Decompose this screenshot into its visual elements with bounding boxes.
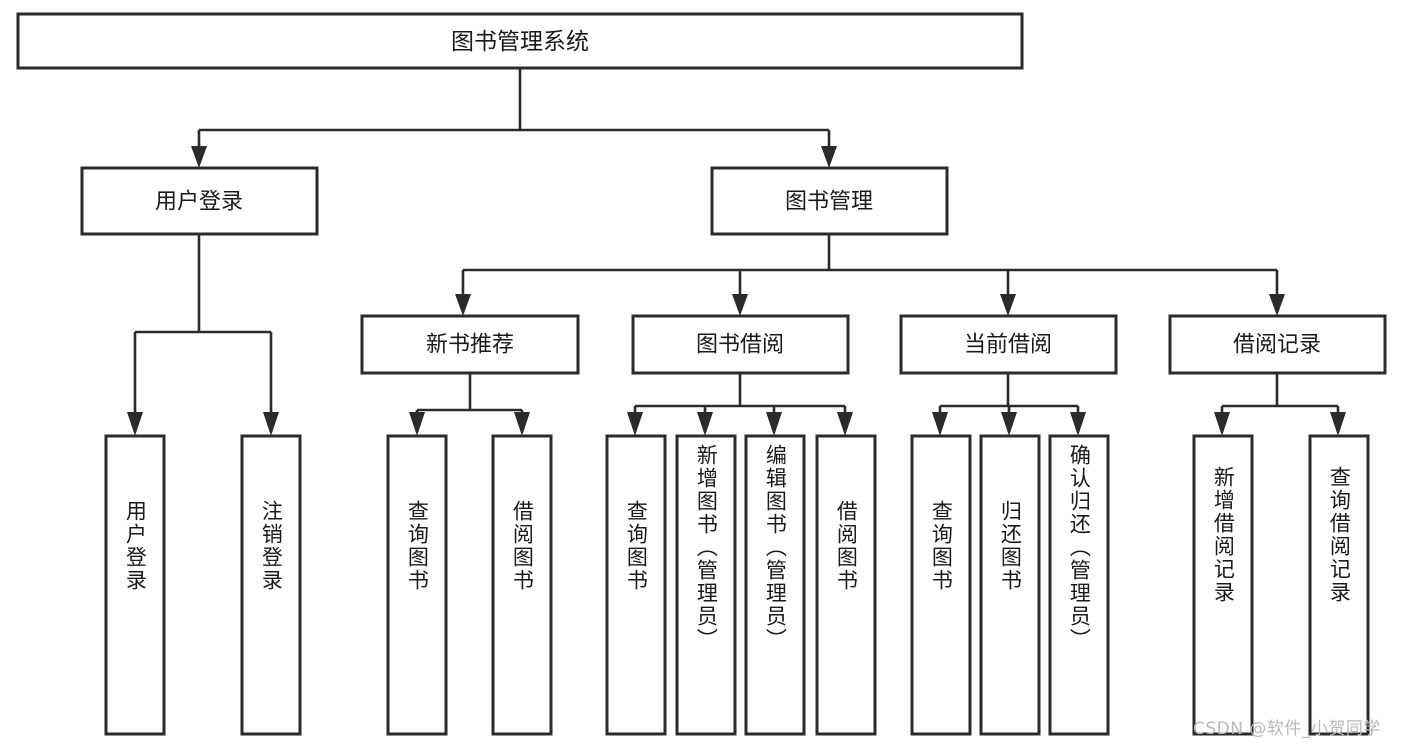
- connector-current-borrow-to-leaves: [932, 373, 1086, 436]
- node-book-manage-box[interactable]: [710, 166, 949, 236]
- arrow-head-book-borrow-leaf-4: [837, 412, 853, 436]
- node-borrow-records[interactable]: 借阅记录: [1168, 314, 1387, 375]
- node-borrow-records-box[interactable]: [1168, 314, 1387, 375]
- node-root-system-box[interactable]: [16, 12, 1024, 70]
- arrow-head-to-book-borrow: [732, 294, 748, 316]
- leaf-box-user-login-2[interactable]: [240, 434, 302, 736]
- arrow-head-current-borrow-leaf-3: [1070, 412, 1086, 436]
- arrow-head-current-borrow-leaf-2: [1001, 412, 1017, 436]
- arrow-head-new-book-leaf-2: [514, 412, 530, 436]
- node-book-borrow-box[interactable]: [631, 314, 850, 375]
- node-current-borrow-box[interactable]: [899, 314, 1118, 375]
- leaf-box-new-book-2[interactable]: [491, 434, 553, 736]
- arrow-head-to-new-book: [455, 294, 471, 316]
- arrow-head-book-borrow-leaf-2: [697, 412, 713, 436]
- leaf-box-current-borrow-2[interactable]: [979, 434, 1041, 736]
- leaf-box-new-book-1[interactable]: [386, 434, 448, 736]
- leaf-box-current-borrow-3[interactable]: [1048, 434, 1110, 736]
- arrow-head-to-borrow-records: [1269, 294, 1285, 316]
- node-current-borrow-label: 当前借阅: [964, 333, 1052, 358]
- connector-book-borrow-to-leaves: [627, 373, 853, 436]
- node-user-login[interactable]: 用户登录: [80, 166, 319, 236]
- node-book-manage[interactable]: 图书管理: [710, 166, 949, 236]
- arrow-head-to-book-manage: [821, 146, 837, 168]
- arrow-head-borrow-records-leaf-2: [1330, 412, 1346, 436]
- arrow-head-to-current-borrow: [1000, 294, 1016, 316]
- leaf-box-book-borrow-4[interactable]: [815, 434, 877, 736]
- connector-borrow-records-to-leaves: [1214, 373, 1346, 436]
- node-new-book-recommend[interactable]: 新书推荐: [360, 314, 580, 375]
- arrow-head-user-login-leaf-1: [127, 412, 143, 436]
- node-book-borrow-label: 图书借阅: [696, 333, 784, 358]
- connector-book-manage-to-level3: [455, 234, 1285, 316]
- leaf-box-current-borrow-1[interactable]: [910, 434, 972, 736]
- leaf-box-borrow-records-2[interactable]: [1308, 434, 1370, 736]
- leaf-box-book-borrow-3[interactable]: [744, 434, 806, 736]
- leaf-box-borrow-records-1[interactable]: [1192, 434, 1254, 736]
- node-current-borrow[interactable]: 当前借阅: [899, 314, 1118, 375]
- node-user-login-label: 用户登录: [155, 190, 243, 215]
- arrow-head-book-borrow-leaf-3: [766, 412, 782, 436]
- connector-root-to-level2: [191, 68, 837, 168]
- leaf-box-book-borrow-2[interactable]: [675, 434, 737, 736]
- node-user-login-box[interactable]: [80, 166, 319, 236]
- node-new-book-recommend-label: 新书推荐: [426, 333, 514, 358]
- arrow-head-borrow-records-leaf-1: [1214, 412, 1230, 436]
- node-book-manage-label: 图书管理: [785, 190, 873, 215]
- node-book-borrow[interactable]: 图书借阅: [631, 314, 850, 375]
- arrow-head-book-borrow-leaf-1: [627, 412, 643, 436]
- arrow-head-to-user-login: [191, 146, 207, 168]
- arrow-head-user-login-leaf-2: [263, 412, 279, 436]
- arrow-head-new-book-leaf-1: [409, 412, 425, 436]
- connector-user-login-to-leaves: [127, 234, 279, 436]
- arrow-head-current-borrow-leaf-1: [932, 412, 948, 436]
- node-root-system[interactable]: 图书管理系统: [16, 12, 1024, 70]
- leaf-box-user-login-1[interactable]: [104, 434, 166, 736]
- leaf-box-book-borrow-1[interactable]: [605, 434, 667, 736]
- node-root-system-label: 图书管理系统: [451, 29, 589, 55]
- node-new-book-recommend-box[interactable]: [360, 314, 580, 375]
- connector-new-book-to-leaves: [409, 373, 530, 436]
- node-borrow-records-label: 借阅记录: [1233, 333, 1321, 358]
